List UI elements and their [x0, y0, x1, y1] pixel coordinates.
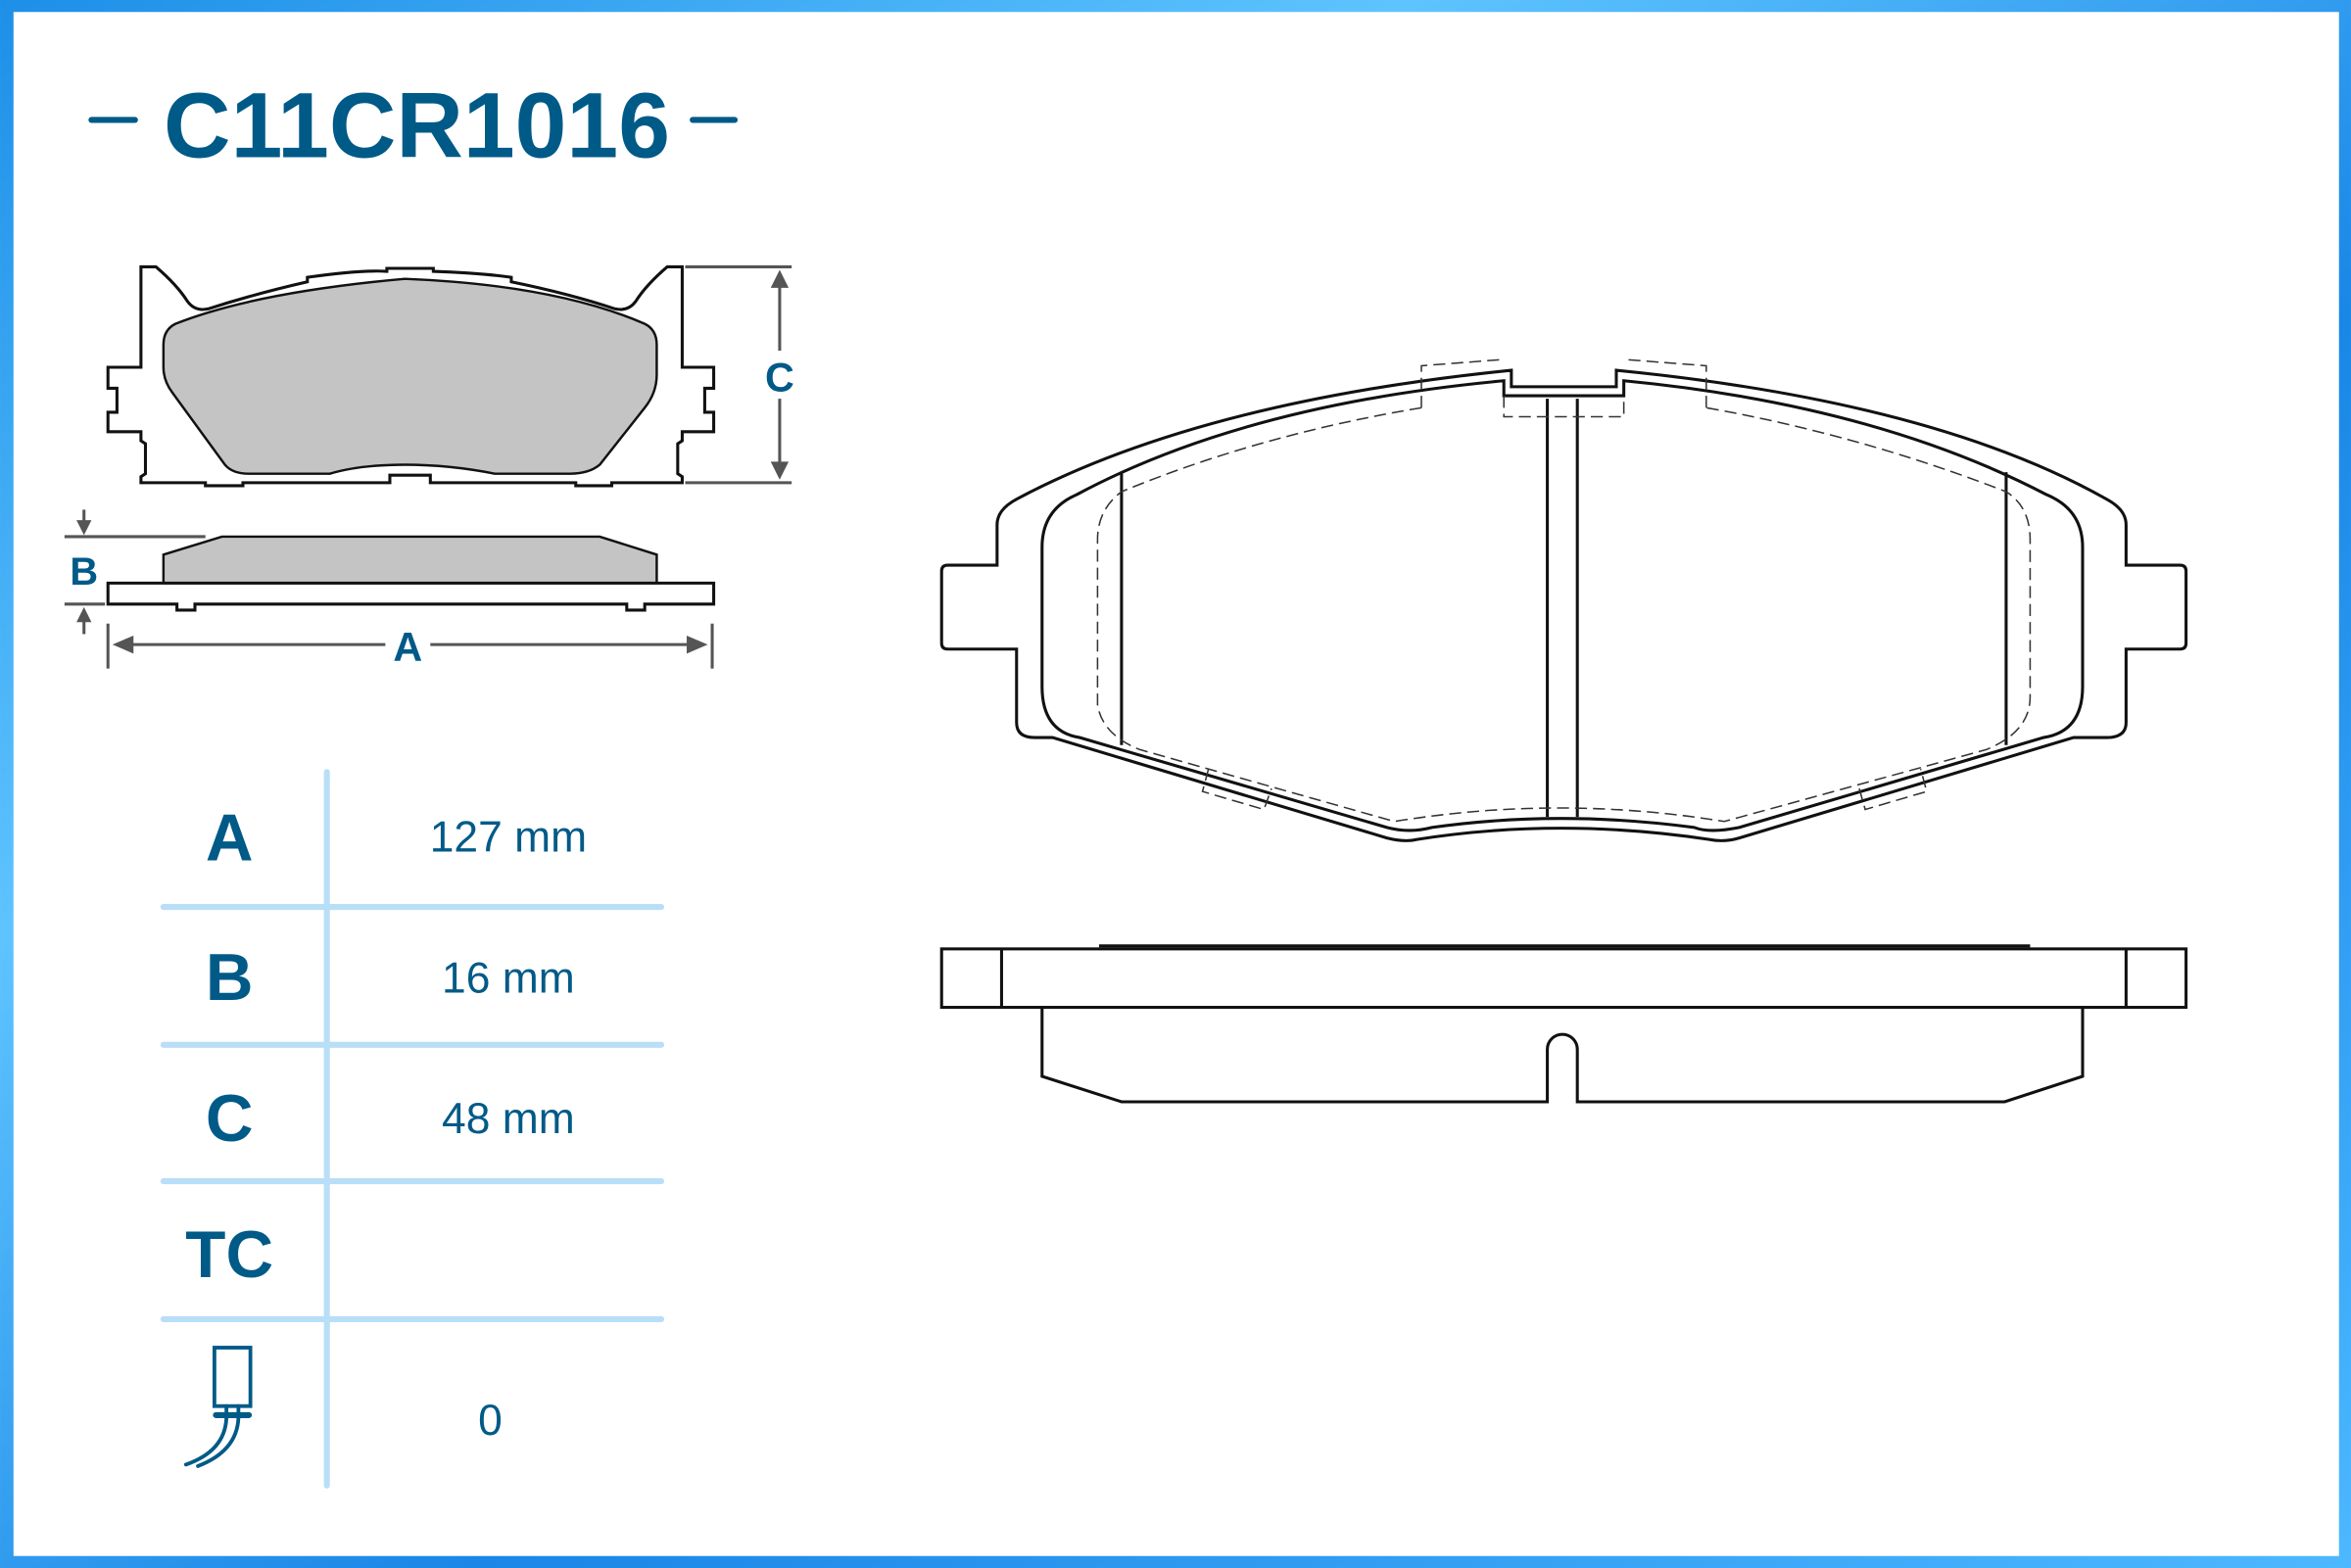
sheet-background	[13, 12, 2339, 1556]
title-block: C11CR1016	[88, 74, 739, 178]
dimension-label-a: A	[393, 625, 422, 670]
small-pad-side-view: B A	[64, 509, 716, 670]
large-pad-side-view	[939, 944, 2188, 1104]
spec-row-c: C 48 mm	[206, 1082, 575, 1156]
wear-sensor-icon	[183, 1346, 253, 1468]
small-pad-top-view: C	[106, 264, 794, 488]
spec-value: 0	[478, 1397, 503, 1445]
spec-label: B	[206, 941, 254, 1015]
spec-value: 127 mm	[430, 813, 587, 861]
spec-value: 16 mm	[442, 954, 575, 1002]
spec-row-wear-sensor: 0	[183, 1346, 503, 1468]
spec-row-b: B 16 mm	[206, 941, 575, 1015]
part-number-title: C11CR1016	[164, 74, 670, 178]
arrow-down-icon	[770, 461, 790, 480]
large-pad-top-view	[939, 358, 2188, 842]
spec-label: A	[206, 802, 254, 876]
spec-row-tc: TC	[185, 1218, 273, 1292]
spec-label: TC	[185, 1218, 273, 1292]
spec-label: C	[206, 1082, 254, 1156]
dimension-label-c: C	[765, 355, 794, 400]
arrow-up-icon	[770, 269, 790, 288]
spec-table: A 127 mm B 16 mm C 48 mm TC 0	[160, 769, 665, 1489]
spec-value: 48 mm	[442, 1095, 575, 1143]
spec-row-a: A 127 mm	[206, 802, 587, 876]
dimension-label-b: B	[70, 550, 98, 594]
